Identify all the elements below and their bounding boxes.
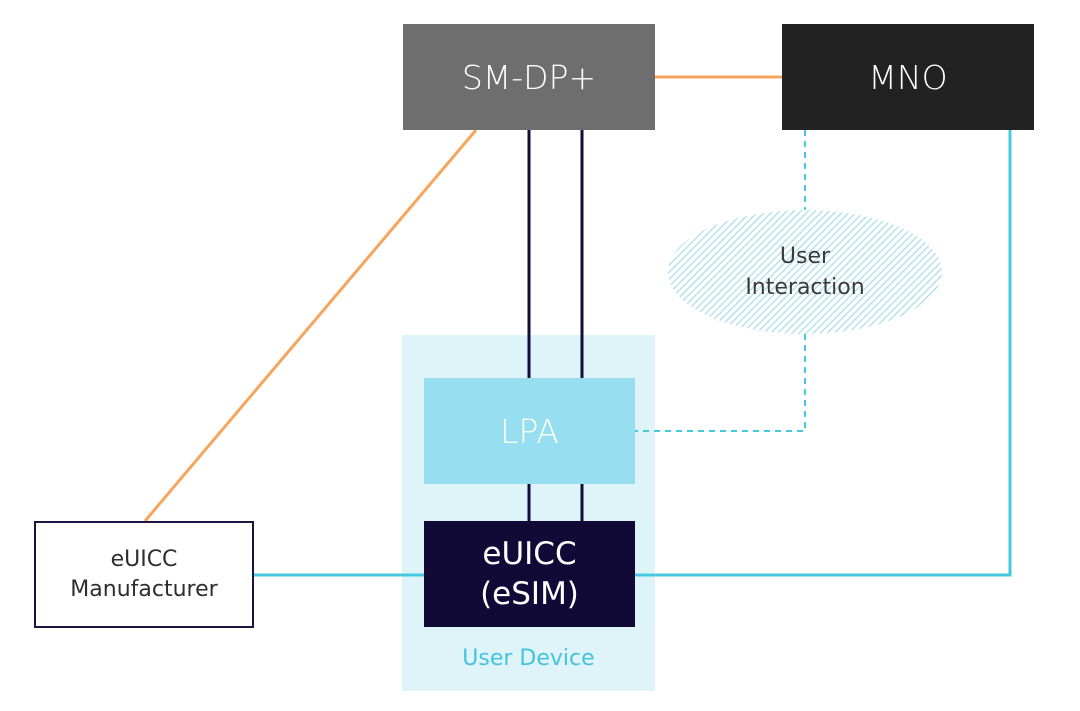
euicc-label-line1: eUICC xyxy=(482,536,577,572)
user-device-label: User Device xyxy=(462,646,595,671)
link-mno-euicc xyxy=(635,130,1012,577)
smdp-node: SM-DP+ xyxy=(403,24,655,130)
lpa-node: LPA xyxy=(424,378,635,484)
link-user-interaction-lpa xyxy=(635,334,806,432)
euicc-node: eUICC (eSIM) xyxy=(424,521,635,627)
manufacturer-label-line2: Manufacturer xyxy=(70,576,218,602)
euicc-label-line2: (eSIM) xyxy=(480,576,579,612)
lpa-label: LPA xyxy=(500,411,559,451)
mno-node: MNO xyxy=(782,24,1034,130)
user-interaction-line1: User xyxy=(779,244,831,269)
user-interaction-line2: Interaction xyxy=(745,275,865,300)
smdp-label: SM-DP+ xyxy=(461,57,597,97)
link-smdp-manufacturer xyxy=(143,129,478,522)
user-interaction-node: User Interaction xyxy=(668,210,942,334)
euicc-manufacturer-node: eUICC Manufacturer xyxy=(34,521,254,628)
user-interaction-ellipse xyxy=(668,210,942,334)
manufacturer-label-line1: eUICC xyxy=(110,546,178,572)
mno-label: MNO xyxy=(868,57,948,97)
